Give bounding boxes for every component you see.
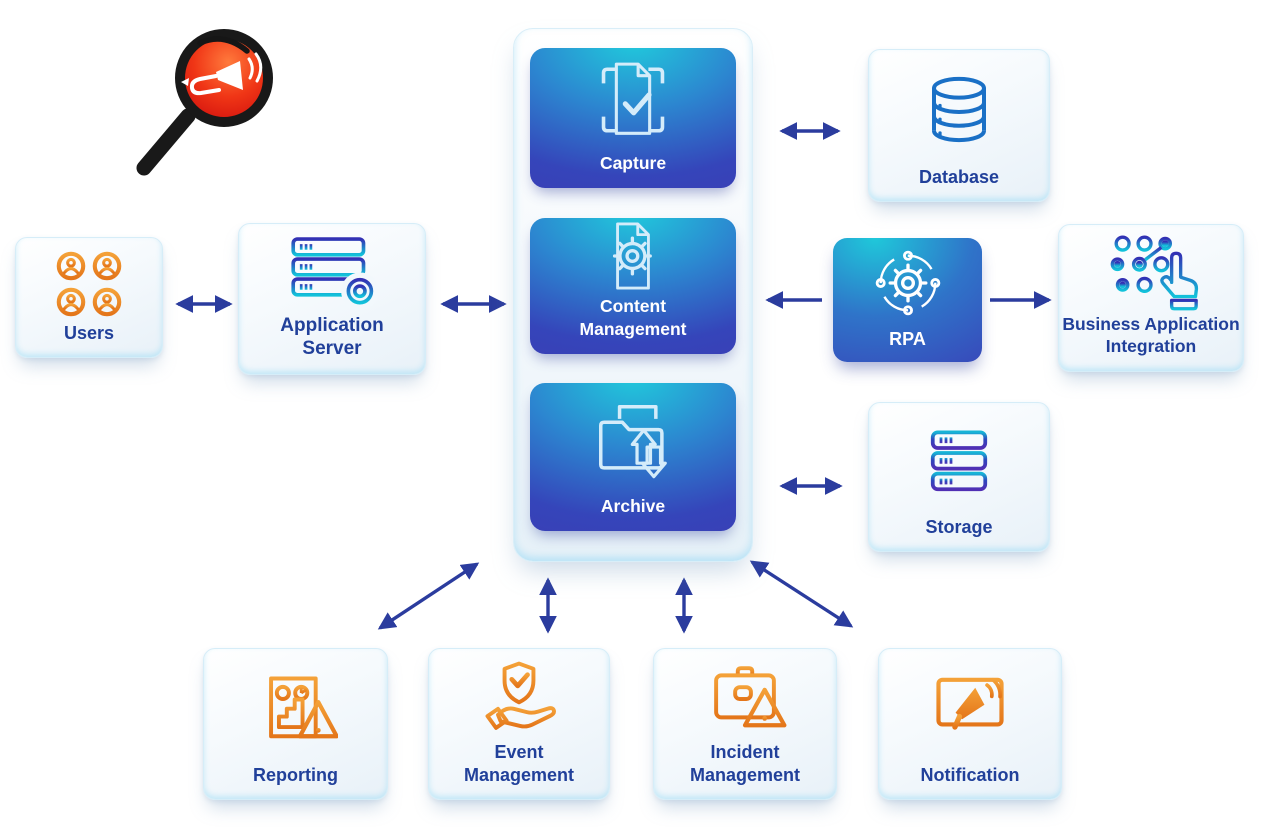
document-gear-icon bbox=[595, 218, 671, 296]
node-label-incident-management: Incident Management bbox=[689, 742, 801, 785]
node-storage: Storage bbox=[868, 402, 1050, 552]
node-database: Database bbox=[868, 49, 1050, 202]
server-rack-icon bbox=[869, 403, 1049, 516]
edge-platform-notification bbox=[749, 560, 854, 628]
node-label-rpa: RPA bbox=[889, 328, 926, 349]
module-capture: Capture bbox=[530, 48, 736, 188]
node-users: Users bbox=[15, 237, 163, 358]
module-archive: Archive bbox=[530, 383, 736, 531]
node-notification: Notification bbox=[878, 648, 1062, 800]
node-label-storage: Storage bbox=[925, 516, 993, 537]
edge-platform-reporting bbox=[377, 562, 480, 630]
report-alert-icon bbox=[204, 649, 387, 764]
node-event-management: Event Management bbox=[428, 648, 610, 800]
document-scan-check-icon bbox=[592, 48, 674, 152]
magnifier-horn-logo bbox=[128, 16, 288, 180]
node-label-users: Users bbox=[63, 322, 115, 343]
node-label-business-application-integration: Business Application Integration bbox=[1062, 314, 1240, 357]
briefcase-alert-icon bbox=[654, 649, 836, 741]
module-label-content-management: Content Management bbox=[579, 296, 687, 339]
server-gear-icon bbox=[239, 224, 425, 314]
module-label-archive: Archive bbox=[600, 496, 666, 517]
gear-orbit-icon bbox=[870, 238, 946, 328]
node-label-notification: Notification bbox=[920, 764, 1020, 785]
megaphone-monitor-icon bbox=[879, 649, 1061, 764]
node-reporting: Reporting bbox=[203, 648, 388, 800]
folder-sync-icon bbox=[590, 383, 676, 495]
database-icon bbox=[869, 50, 1049, 166]
shield-hand-icon bbox=[429, 649, 609, 741]
module-label-capture: Capture bbox=[599, 153, 667, 174]
platform-container: Capture Content Management bbox=[513, 28, 753, 562]
node-label-reporting: Reporting bbox=[253, 764, 338, 785]
node-label-event-management: Event Management bbox=[463, 742, 575, 785]
node-application-server: Application Server bbox=[238, 223, 426, 375]
node-business-application-integration: Business Application Integration bbox=[1058, 224, 1244, 372]
node-rpa: RPA bbox=[833, 238, 982, 362]
module-content-management: Content Management bbox=[530, 217, 736, 354]
node-label-application-server: Application Server bbox=[280, 314, 384, 360]
user-network-icon bbox=[16, 238, 162, 322]
node-label-database: Database bbox=[918, 166, 1000, 187]
dots-pointer-hand-icon bbox=[1059, 222, 1243, 314]
node-incident-management: Incident Management bbox=[653, 648, 837, 800]
